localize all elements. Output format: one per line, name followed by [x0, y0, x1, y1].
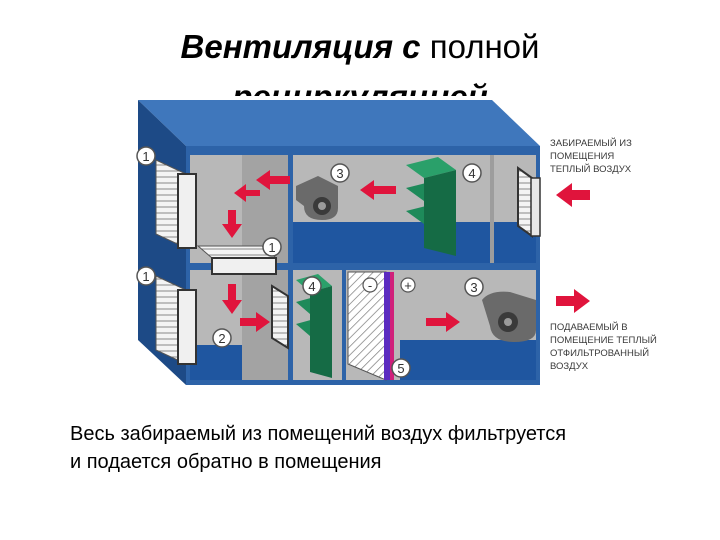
supply-label-line2: ПОМЕЩЕНИЕ ТЕПЛЫЙ: [550, 334, 657, 346]
intake-label-line3: ТЕПЛЫЙ ВОЗДУХ: [550, 163, 632, 175]
marker-minus: -: [362, 277, 378, 293]
marker-3-lower: 3: [464, 277, 484, 297]
coil-icon-lower: [296, 274, 332, 378]
svg-text:2: 2: [218, 331, 225, 346]
caption: Весь забираемый из помещений воздух филь…: [70, 420, 710, 476]
marker-plus: +: [400, 277, 416, 293]
caption-line1: Весь забираемый из помещений воздух филь…: [70, 423, 567, 445]
supply-label-line3: ОТФИЛЬТРОВАННЫЙ: [550, 347, 649, 359]
svg-text:3: 3: [336, 166, 343, 181]
filter-icon-right-intake: [517, 166, 533, 238]
marker-4-upper: 4: [462, 163, 482, 183]
svg-text:1: 1: [268, 240, 275, 255]
arrow-icon-upper-right: [360, 180, 396, 200]
svg-text:1: 1: [142, 149, 149, 164]
upper-floor: [292, 222, 536, 263]
fan-icon-lower: [482, 291, 536, 342]
lower-divider-mid: [342, 270, 346, 380]
filter-icon-lower-inner: [271, 284, 289, 350]
title-line1-rest: полной: [429, 28, 540, 65]
arrow-icon-supply: [556, 289, 590, 313]
filter-frame-middle: [211, 257, 277, 275]
marker-4-lower: 4: [302, 276, 322, 296]
marker-1-left-upper: 1: [136, 146, 156, 166]
filter-frame-left-lower: [177, 289, 197, 365]
marker-1-middle: 1: [262, 237, 282, 257]
heater-plate: [384, 272, 390, 380]
svg-text:3: 3: [470, 280, 477, 295]
svg-text:1: 1: [142, 269, 149, 284]
fan-icon-upper: [296, 176, 338, 220]
supply-label-line1: ПОДАВАЕМЫЙ В: [550, 321, 628, 333]
caption-line2: и подается обратно в помещения: [70, 451, 382, 473]
svg-text:4: 4: [468, 166, 475, 181]
title-line2: рециркуляцией: [232, 78, 488, 96]
arrow-icon-down-upper: [222, 210, 242, 238]
coil-icon-upper: [406, 157, 456, 256]
marker-1-left-lower: 1: [136, 266, 156, 286]
arrow-icon-lower-right: [426, 312, 460, 332]
intake-label: ЗАБИРАЕМЫЙ ИЗ ПОМЕЩЕНИЯ ТЕПЛЫЙ ВОЗДУХ: [550, 137, 632, 175]
heater-plate-edge: [390, 272, 394, 380]
intake-label-line2: ПОМЕЩЕНИЯ: [550, 151, 614, 162]
arrow-icon-upper-left: [234, 184, 260, 202]
filter-frame-right-intake: [530, 177, 541, 237]
flow-arrows: [222, 170, 590, 332]
lower-divider-left: [288, 270, 293, 380]
upper-divider-right: [490, 155, 494, 263]
arrow-icon-intake: [556, 183, 590, 207]
svg-text:-: -: [368, 278, 372, 293]
marker-2: 2: [212, 328, 232, 348]
supply-label: ПОДАВАЕМЫЙ В ПОМЕЩЕНИЕ ТЕПЛЫЙ ОТФИЛЬТРОВ…: [550, 321, 657, 372]
lower-floor-right: [400, 340, 536, 380]
page-title: Вентиляция с полной рециркуляцией: [0, 22, 720, 96]
title-line1-italic: Вентиляция с: [180, 28, 421, 65]
svg-text:4: 4: [308, 279, 315, 294]
intake-label-line1: ЗАБИРАЕМЫЙ ИЗ: [550, 137, 632, 149]
marker-3-upper: 3: [330, 163, 350, 183]
upper-divider-left: [288, 155, 293, 263]
arrow-icon-lower-left: [240, 312, 270, 332]
filter-frame-left-upper: [177, 173, 197, 249]
arrow-icon-upper-mid: [256, 170, 290, 190]
supply-label-line4: ВОЗДУХ: [550, 361, 589, 372]
svg-text:+: +: [404, 278, 412, 293]
arrow-icon-down-lower: [222, 284, 242, 314]
svg-text:5: 5: [397, 361, 404, 376]
housing-top: [138, 100, 540, 146]
marker-5: 5: [391, 358, 411, 378]
